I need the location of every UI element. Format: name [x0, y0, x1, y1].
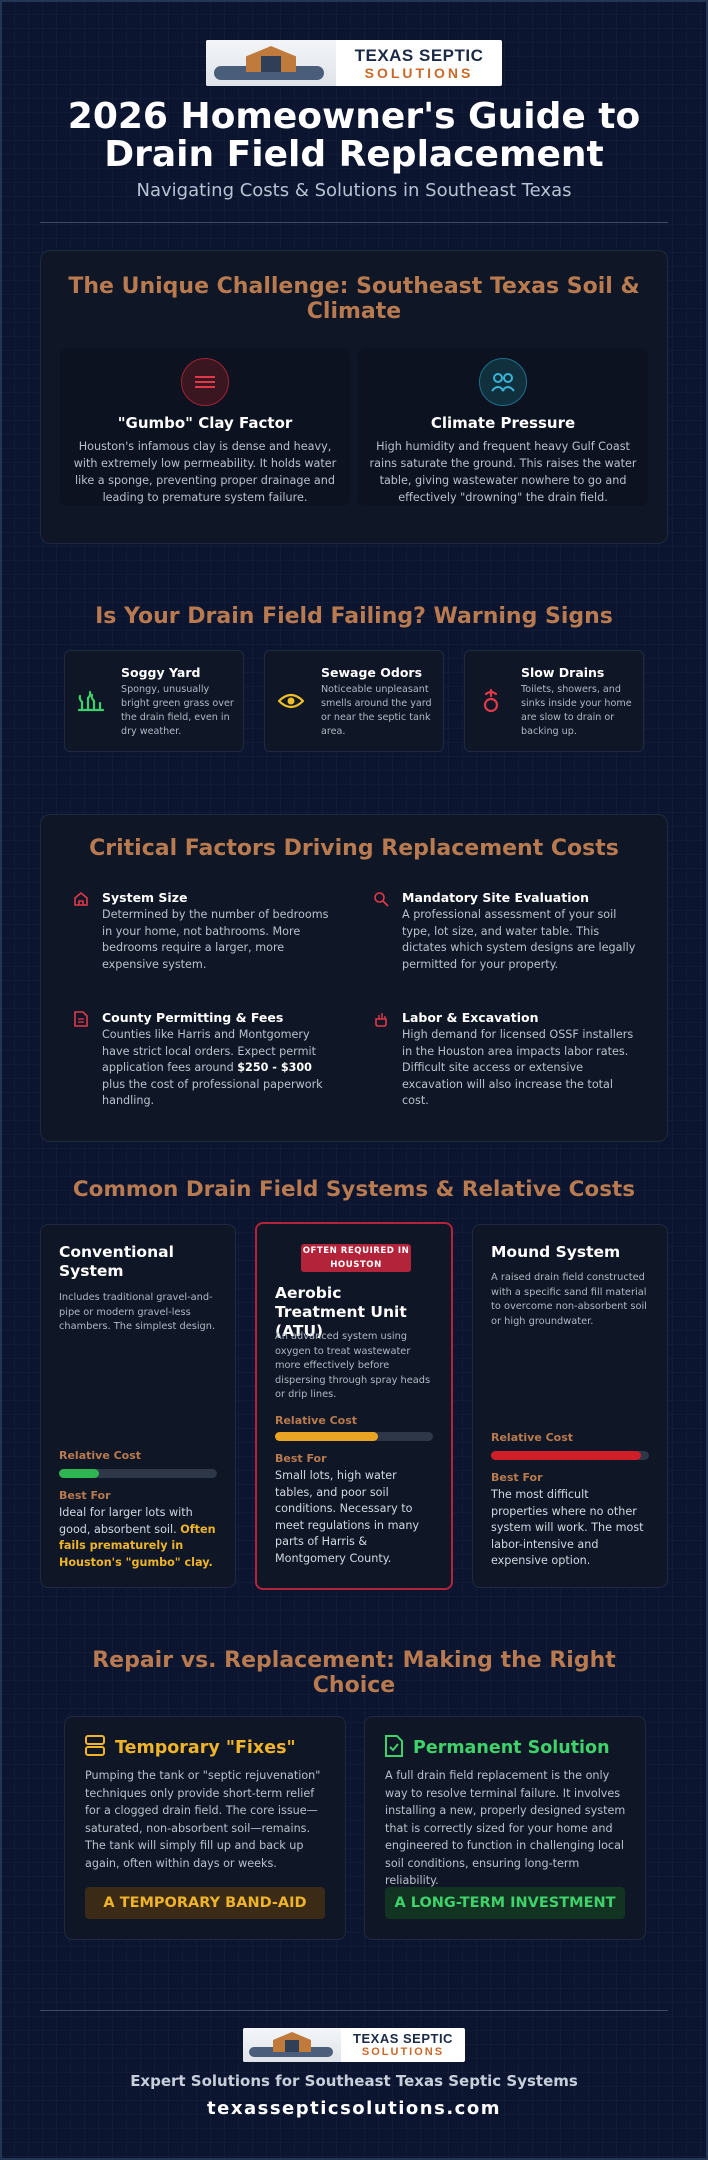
brand-logo[interactable]: TEXAS SEPTIC SOLUTIONS [206, 40, 502, 86]
eye-icon [277, 687, 305, 715]
logo-illustration [243, 2028, 341, 2062]
system-card-atu: OFTEN REQUIRED IN HOUSTON Aerobic Treatm… [255, 1222, 453, 1590]
factor-title: Labor & Excavation [402, 1010, 539, 1025]
system-desc: Includes traditional gravel-and-pipe or … [59, 1292, 216, 1332]
repair-title: Repair vs. Replacement: Making the Right… [92, 1648, 616, 1699]
divider [40, 222, 668, 223]
warning-card: Soggy Yard Spongy, unusually bright gree… [64, 650, 244, 752]
challenge-card-desc: High humidity and frequent heavy Gulf Co… [369, 440, 637, 504]
logo-illustration [206, 40, 336, 86]
system-best-for: Small lots, high water tables, and poor … [275, 1469, 420, 1565]
factors-title: Critical Factors Driving Replacement Cos… [89, 836, 619, 861]
factor-desc: A professional assessment of your soil t… [402, 908, 636, 971]
logo-line-2: SOLUTIONS [361, 2046, 445, 2058]
cost-bar-fill [59, 1469, 99, 1478]
page-title: 2026 Homeowner's Guide to Drain Field Re… [67, 96, 641, 175]
logo-line-1: TEXAS SEPTIC [353, 2031, 453, 2046]
website-link[interactable]: texassepticsolutions.com [207, 2098, 501, 2119]
system-best-for: Ideal for larger lots with good, absorbe… [59, 1506, 216, 1569]
warning-desc: Toilets, showers, and sinks inside your … [521, 684, 632, 737]
challenge-card-desc: Houston's infamous clay is dense and hea… [73, 440, 337, 504]
relative-cost-label: Relative Cost [59, 1449, 142, 1462]
temporary-fix-pill: A TEMPORARY BAND-AID [85, 1887, 325, 1919]
footer-tagline: Expert Solutions for Southeast Texas Sep… [130, 2072, 578, 2090]
warnings-title: Is Your Drain Field Failing? Warning Sig… [95, 604, 613, 629]
relative-cost-label: Relative Cost [275, 1414, 358, 1427]
system-desc: An advanced system using oxygen to treat… [275, 1331, 431, 1400]
best-for-label: Best For [275, 1452, 327, 1465]
system-title: Conventional System [59, 1243, 174, 1280]
cost-bar [59, 1469, 217, 1478]
document-icon [72, 1010, 90, 1028]
challenge-card: Climate Pressure High humidity and frequ… [358, 348, 648, 506]
warning-title: Slow Drains [521, 665, 605, 680]
warning-title: Sewage Odors [321, 665, 423, 680]
system-desc: A raised drain field constructed with a … [491, 1272, 647, 1327]
grass-icon [77, 687, 105, 715]
page-subtitle: Navigating Costs & Solutions in Southeas… [136, 180, 572, 201]
factor-title: System Size [102, 890, 188, 905]
warning-card: Slow Drains Toilets, showers, and sinks … [464, 650, 644, 752]
cost-bar-fill [491, 1451, 642, 1460]
factor-title: County Permitting & Fees [102, 1010, 284, 1025]
systems-title: Common Drain Field Systems & Relative Co… [72, 1177, 636, 1202]
factor-title: Mandatory Site Evaluation [402, 890, 589, 905]
temporary-fix-card: Temporary "Fixes" Pumping the tank or "s… [64, 1716, 346, 1940]
system-card-conventional: Conventional System Includes traditional… [40, 1224, 236, 1588]
warning-desc: Spongy, unusually bright green grass ove… [121, 684, 234, 737]
challenge-card-title: Climate Pressure [430, 414, 576, 432]
logo-line-2: SOLUTIONS [364, 64, 474, 81]
temporary-fix-title: Temporary "Fixes" [115, 1738, 296, 1758]
system-best-for: The most difficult properties where no o… [491, 1488, 644, 1567]
logo-line-1: TEXAS SEPTIC [354, 45, 484, 65]
rain-cloud-icon [479, 358, 527, 406]
factor-desc: Counties like Harris and Montgomery have… [102, 1028, 323, 1107]
hand-icon [372, 1010, 390, 1028]
permit-fee-amount: $250 - $300 [237, 1061, 312, 1074]
footer-logo[interactable]: TEXAS SEPTIC SOLUTIONS [243, 2028, 465, 2062]
system-title: Mound System [491, 1243, 621, 1261]
cost-bar [491, 1451, 649, 1460]
system-title: Aerobic Treatment Unit (ATU) [275, 1284, 407, 1340]
challenge-card: "Gumbo" Clay Factor Houston's infamous c… [60, 348, 350, 506]
permanent-solution-pill: A LONG-TERM INVESTMENT [385, 1887, 625, 1919]
cost-bar-fill [275, 1432, 378, 1441]
cost-bar [275, 1432, 433, 1441]
warning-title: Soggy Yard [121, 665, 201, 680]
best-for-label: Best For [491, 1471, 543, 1484]
house-icon [72, 890, 90, 908]
storage-icon [85, 1735, 105, 1761]
relative-cost-label: Relative Cost [491, 1431, 574, 1444]
permanent-solution-desc: A full drain field replacement is the on… [385, 1769, 626, 1887]
footer-divider [40, 2010, 668, 2011]
warning-card: Sewage Odors Noticeable unpleasant smell… [264, 650, 444, 752]
challenge-title: The Unique Challenge: Southeast Texas So… [68, 274, 640, 325]
check-document-icon [385, 1735, 403, 1761]
warning-desc: Noticeable unpleasant smells around the … [321, 684, 432, 737]
challenge-card-title: "Gumbo" Clay Factor [117, 414, 293, 432]
permanent-solution-card: Permanent Solution A full drain field re… [364, 1716, 646, 1940]
magnifier-icon [372, 890, 390, 908]
drain-icon [477, 687, 505, 715]
factors-panel [40, 814, 668, 1142]
best-for-label: Best For [59, 1489, 111, 1502]
temporary-fix-desc: Pumping the tank or "septic rejuvenation… [85, 1769, 321, 1870]
recommended-badge: OFTEN REQUIRED IN HOUSTON [301, 1244, 411, 1272]
factor-desc: High demand for licensed OSSF installers… [402, 1028, 634, 1107]
layers-icon [181, 358, 229, 406]
factor-desc: Determined by the number of bedrooms in … [102, 908, 329, 971]
permanent-solution-title: Permanent Solution [413, 1738, 610, 1758]
system-card-mound: Mound System A raised drain field constr… [472, 1224, 668, 1588]
